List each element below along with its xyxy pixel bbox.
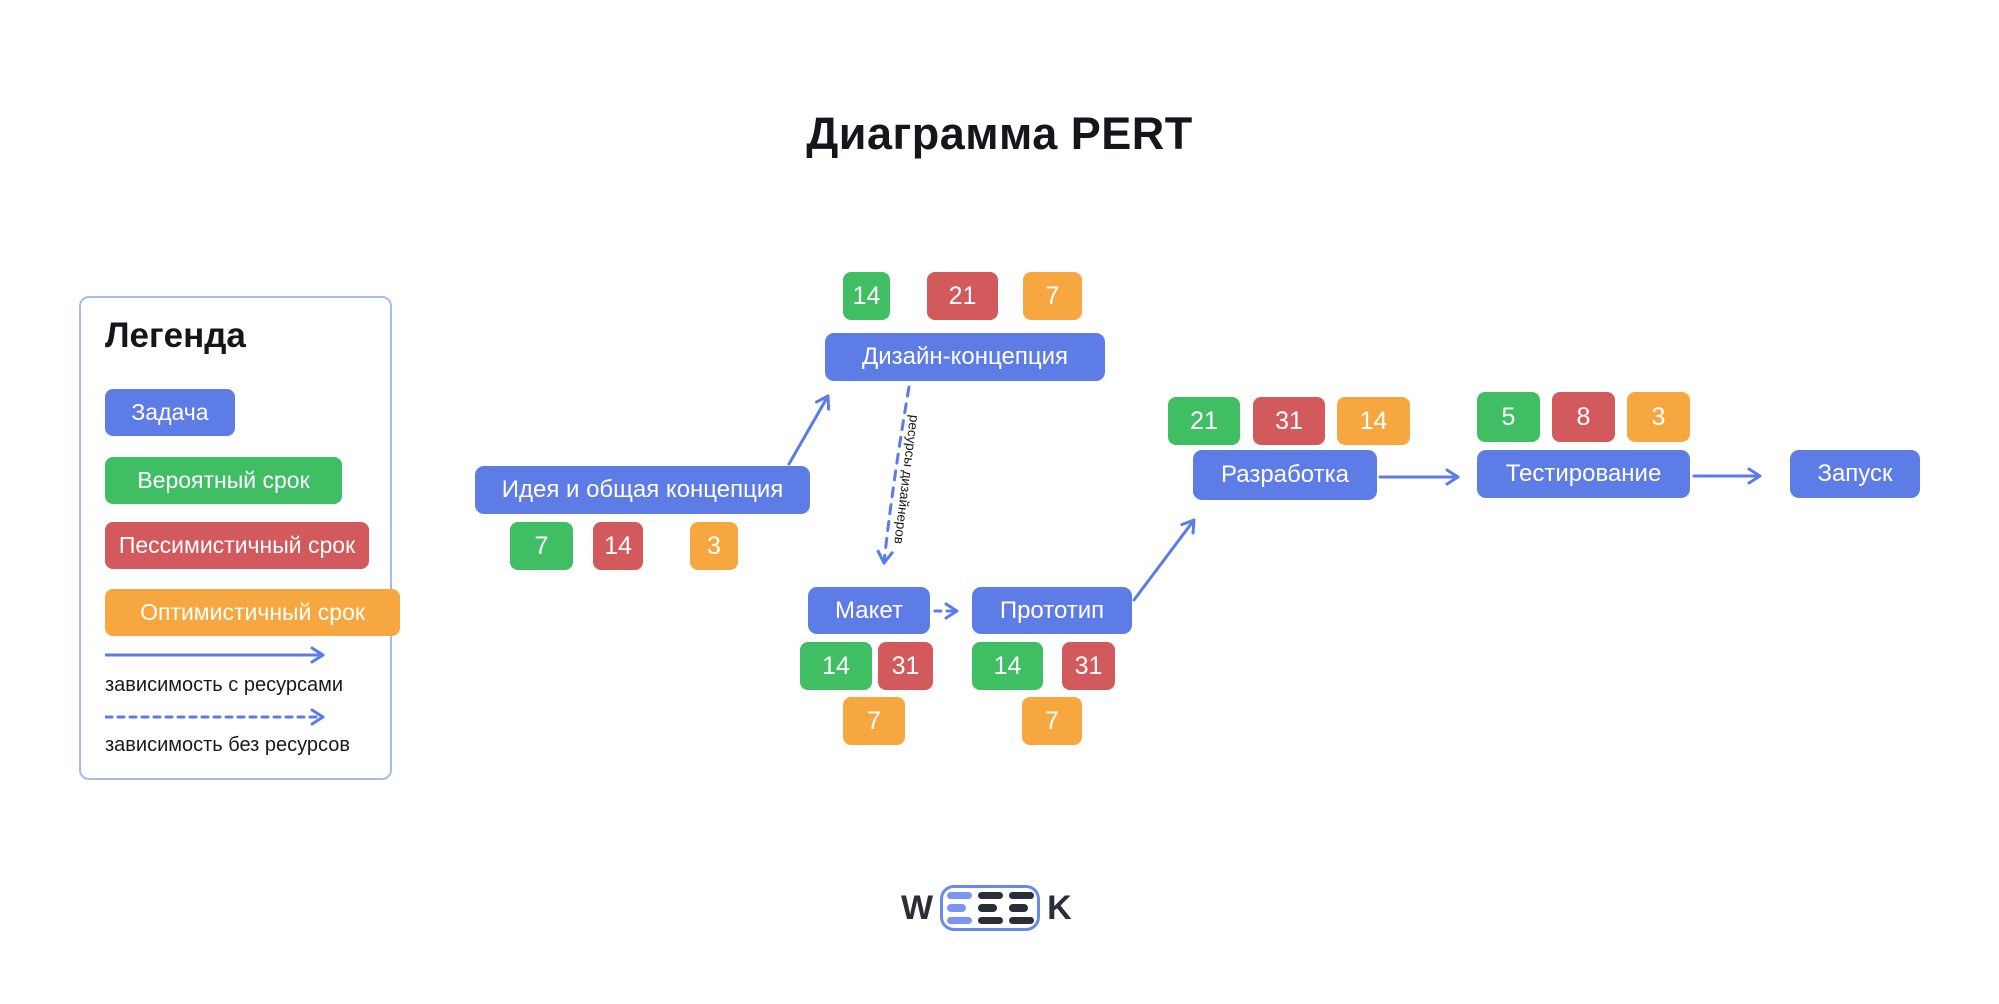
legend-dashed-arrow-icon [105,708,325,726]
legend-chip-task: Задача [105,389,235,436]
logo-e-dark-icon [977,891,1003,925]
badge-prototype-probable: 14 [972,642,1043,690]
badge-development-probable: 21 [1168,397,1240,445]
edge-label-designer-resources: ресурсы дизайнеров [891,414,922,545]
badge-design-optimistic: 7 [1023,272,1082,320]
node-layout: Макет [808,587,930,634]
badge-testing-optimistic: 3 [1627,392,1690,442]
badge-layout-pessimistic: 31 [878,642,933,690]
badge-idea-optimistic: 3 [690,522,738,570]
legend-caption-without-resources: зависимость без ресурсов [105,734,351,756]
badge-design-pessimistic: 21 [927,272,998,320]
legend-chip-pessimistic: Пессимистичный срок [105,522,369,569]
badge-testing-probable: 5 [1477,392,1540,442]
legend-solid-arrow-icon [105,646,325,664]
node-prototype: Прототип [972,587,1132,634]
logo-e-dark-icon [1008,891,1034,925]
page-title: Диаграмма PERT [806,108,1193,159]
node-launch: Запуск [1790,450,1920,498]
logo-letter-k: K [1047,888,1072,927]
logo-e-blue-icon [946,891,972,925]
badge-design-probable: 14 [843,272,890,320]
badge-testing-pessimistic: 8 [1552,392,1615,442]
edge-prototype-to-development [1132,518,1196,602]
badge-development-pessimistic: 31 [1253,397,1325,445]
badge-layout-optimistic: 7 [843,697,905,745]
badge-development-optimistic: 14 [1337,397,1410,445]
legend-title: Легенда [105,316,246,355]
node-design-concept: Дизайн-концепция [825,333,1105,381]
logo-letter-w: W [901,888,934,927]
badge-prototype-optimistic: 7 [1022,697,1082,745]
node-development: Разработка [1193,450,1377,500]
legend-chip-probable: Вероятный срок [105,457,342,504]
edge-idea-to-design [787,394,831,466]
node-testing: Тестирование [1477,450,1690,498]
legend-panel: Легенда Задача Вероятный срок Пессимисти… [79,296,400,780]
legend-caption-with-resources: зависимость с ресурсами [105,674,344,696]
badge-prototype-pessimistic: 31 [1062,642,1115,690]
badge-idea-probable: 7 [510,522,573,570]
badge-layout-probable: 14 [800,642,872,690]
badge-idea-pessimistic: 14 [593,522,643,570]
weeek-logo: W K [901,882,1072,934]
logo-e-grid-icon [940,885,1041,931]
node-idea: Идея и общая концепция [475,466,810,514]
legend-chip-optimistic: Оптимистичный срок [105,589,400,636]
